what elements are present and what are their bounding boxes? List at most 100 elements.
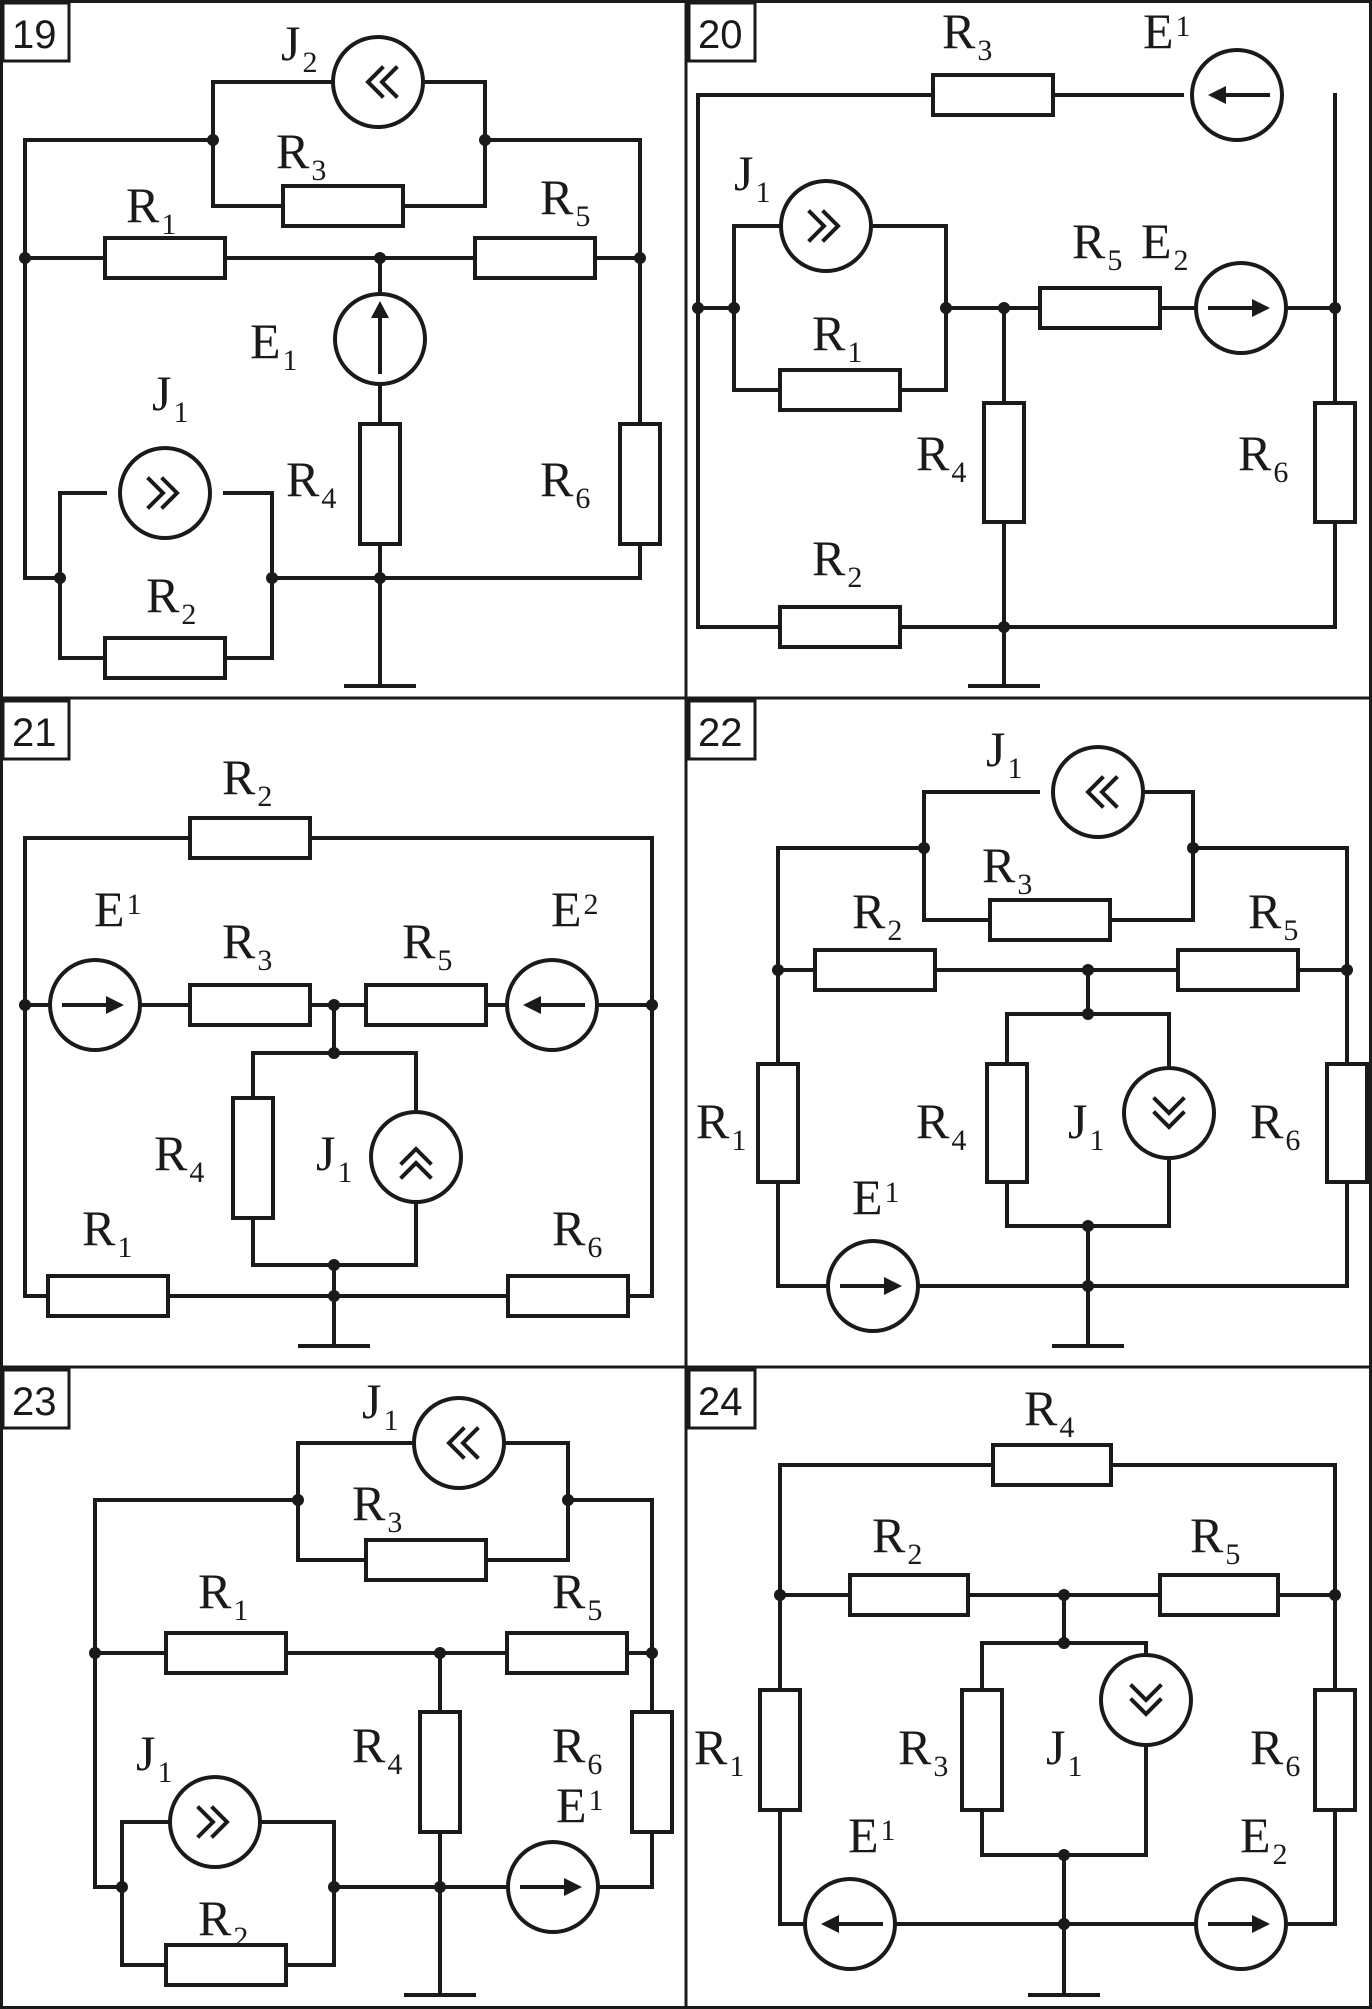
label-r6: R6 (552, 1200, 602, 1264)
label-j2: J2 (281, 15, 317, 79)
wires (23, 836, 654, 1348)
label-r2: R2 (872, 1507, 922, 1571)
panel-number-box (687, 699, 757, 761)
label-e1: E1 (250, 313, 298, 377)
resistor-r1 (46, 1274, 170, 1318)
label-e1: E1 (556, 1777, 604, 1833)
double-chevron-down-icon (1152, 1096, 1186, 1130)
resistor-r5 (473, 236, 597, 280)
voltage-source-e2 (505, 958, 599, 1052)
label-r1: R1 (696, 1093, 746, 1157)
double-chevron-left-icon (1085, 775, 1119, 809)
circuit-panel-24: 24 R4 R2 R5 R1 R3 J (687, 1368, 1357, 1997)
label-r2: R2 (198, 1890, 248, 1954)
label-r2: R2 (812, 530, 862, 594)
label-r2: R2 (222, 749, 272, 813)
double-chevron-right-icon (146, 476, 180, 510)
current-source-j1-bottom (168, 1775, 262, 1869)
panel-number-box (687, 1, 757, 63)
resistor-r5 (1176, 948, 1300, 992)
label-r3: R3 (352, 1475, 402, 1539)
label-j1: J1 (1046, 1719, 1082, 1783)
junction-dots (19, 999, 658, 1302)
voltage-source-e1 (333, 292, 427, 386)
resistor-r6 (1313, 1688, 1357, 1812)
resistor-r5 (1038, 286, 1162, 330)
voltage-source-e2 (1194, 1877, 1288, 1971)
label-r1: R1 (82, 1200, 132, 1264)
resistor-r1 (103, 236, 227, 280)
label-e1: E1 (852, 1169, 900, 1225)
circuit-panel-23: 23 J1 R3 R1 R5 J1 R (1, 1368, 674, 1997)
label-r4: R4 (916, 1093, 966, 1157)
label-r4: R4 (154, 1125, 204, 1189)
label-r5: R5 (540, 169, 590, 233)
resistor-r6 (630, 1710, 674, 1834)
resistor-r5 (505, 1631, 629, 1675)
junction-dots (774, 1589, 1341, 1930)
panel-number: 21 (12, 711, 57, 755)
resistor-r3 (960, 1688, 1004, 1812)
label-r2: R2 (852, 883, 902, 947)
resistor-r2 (103, 636, 227, 680)
panel-number-box (687, 1368, 757, 1430)
resistor-r6 (1313, 401, 1357, 524)
label-r5: R5 (1190, 1507, 1240, 1571)
double-chevron-down-icon (1129, 1683, 1163, 1717)
label-r4: R4 (286, 451, 336, 515)
label-j1: J1 (734, 145, 770, 209)
resistor-r5 (1158, 1573, 1280, 1617)
label-r6: R6 (552, 1717, 602, 1781)
label-e1: E1 (1143, 3, 1191, 59)
label-r3: R3 (942, 3, 992, 67)
wires (776, 790, 1349, 1348)
current-source-j1-top (1051, 745, 1145, 839)
current-source-j1 (779, 179, 873, 273)
panel-number: 19 (12, 13, 57, 57)
resistor-r2 (188, 816, 312, 860)
panel-number-box (1, 1368, 71, 1430)
label-r3: R3 (222, 913, 272, 977)
current-source-j1 (118, 446, 212, 540)
junction-dots (692, 302, 1341, 633)
resistor-r4 (231, 1096, 275, 1220)
resistor-r1 (756, 1062, 800, 1184)
label-r1: R1 (198, 1563, 248, 1627)
resistor-r2 (813, 948, 937, 992)
label-r4: R4 (1024, 1380, 1074, 1444)
voltage-source-e1 (48, 958, 142, 1052)
panel-number: 23 (12, 1380, 57, 1424)
resistor-r6 (1325, 1062, 1369, 1184)
label-r5: R5 (552, 1563, 602, 1627)
resistor-r1 (758, 1688, 802, 1812)
double-chevron-right-icon (807, 209, 841, 243)
double-chevron-right-icon (196, 1805, 230, 1839)
resistor-r3 (988, 898, 1112, 942)
resistor-r2 (164, 1943, 288, 1987)
double-chevron-left-icon (446, 1426, 480, 1460)
junction-dots (19, 134, 646, 584)
junction-dots (772, 842, 1353, 1292)
label-r6: R6 (1238, 425, 1288, 489)
resistor-r6 (618, 422, 662, 546)
resistor-r5 (364, 983, 488, 1027)
label-r1: R1 (694, 1719, 744, 1783)
wires (696, 93, 1337, 688)
voltage-source-e2 (1194, 261, 1288, 355)
resistor-r3 (931, 73, 1055, 117)
voltage-source-e1 (803, 1877, 897, 1971)
label-j1-middle: J1 (1068, 1093, 1104, 1157)
panel-number-box (1, 699, 71, 761)
resistor-r4 (985, 1062, 1029, 1184)
resistor-r2 (848, 1573, 970, 1617)
resistor-r3 (188, 983, 312, 1027)
label-r4: R4 (352, 1717, 402, 1781)
panel-number: 24 (698, 1380, 743, 1424)
resistor-r6 (506, 1274, 630, 1318)
current-source-j1-middle (1122, 1066, 1216, 1160)
resistor-r4 (418, 1710, 462, 1834)
circuit-panel-20: 20 R3 E1 J1 R5 E2 R (687, 1, 1357, 688)
label-r3: R3 (898, 1719, 948, 1783)
